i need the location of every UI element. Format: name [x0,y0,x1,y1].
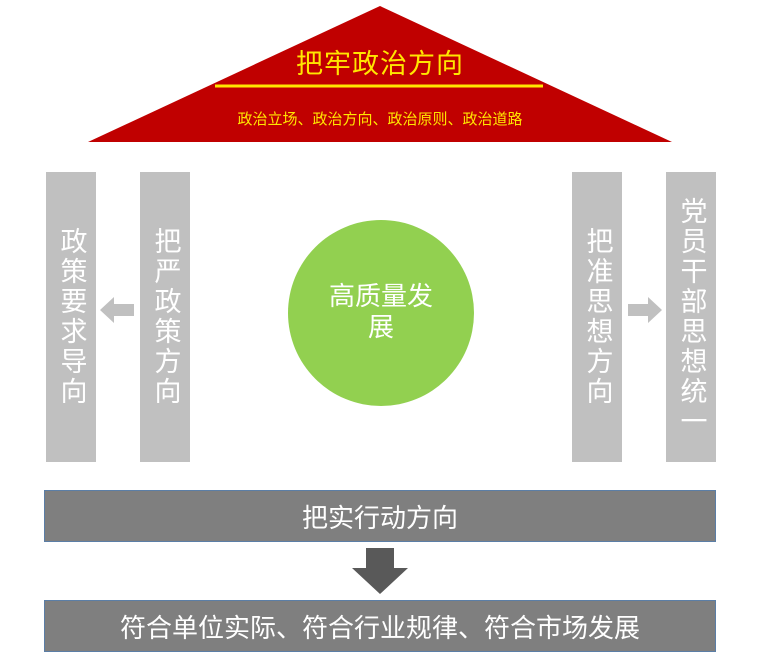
down-arrow-icon [352,548,408,594]
roof-graphic [88,6,672,142]
center-circle: 高质量发展 [288,220,474,406]
pillar-policy-guidance-label: 政策要求导向 [55,227,87,407]
roof-title: 把牢政治方向 [296,49,464,80]
center-label: 高质量发展 [328,281,433,343]
pillar-cadre-unity: 党员干部思想统一 [666,172,716,462]
right-arrow-icon [628,297,662,323]
roof-subtitle: 政治立场、政治方向、政治原则、政治道路 [237,110,523,128]
result-bar: 符合单位实际、符合行业规律、符合市场发展 [44,600,716,652]
pillar-policy-direction: 把严政策方向 [140,172,190,462]
result-bar-label: 符合单位实际、符合行业规律、符合市场发展 [119,613,640,644]
action-bar: 把实行动方向 [44,490,716,542]
pillar-policy-guidance: 政策要求导向 [46,172,96,462]
left-arrow-icon [100,297,134,323]
pillar-thought-direction: 把准思想方向 [572,172,622,462]
pillar-thought-direction-label: 把准思想方向 [581,227,613,407]
roof-triangle [88,6,672,142]
pillar-cadre-unity-label: 党员干部思想统一 [675,197,707,437]
pillar-policy-direction-label: 把严政策方向 [149,227,181,407]
action-bar-label: 把实行动方向 [301,503,458,534]
